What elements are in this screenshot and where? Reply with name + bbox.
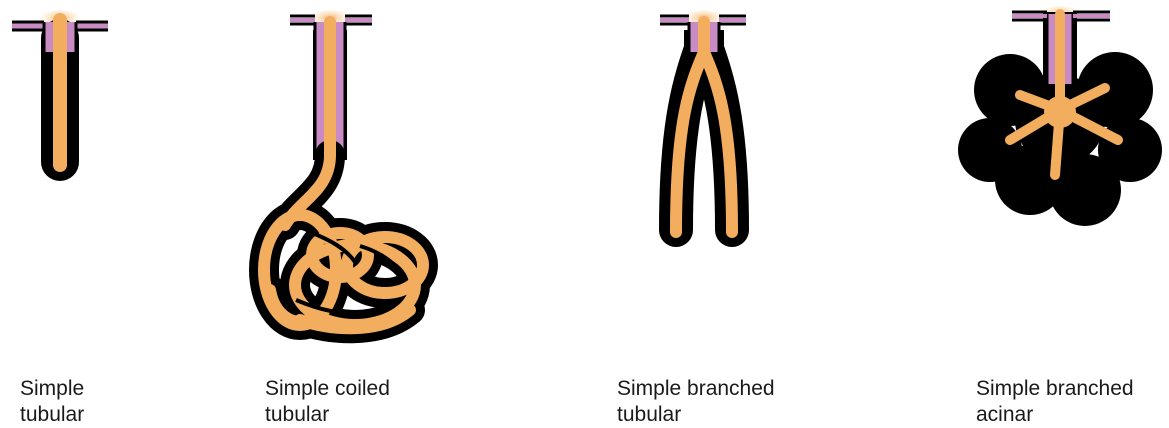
simple-tubular-gland [12, 10, 108, 165]
simple-branched-tubular-gland [660, 10, 746, 232]
caption-line-2: tubular [20, 402, 84, 428]
caption-simple-coiled-tubular: Simple coiled tubular [265, 376, 390, 428]
caption-line-2: acinar [976, 402, 1134, 428]
caption-simple-branched-acinar: Simple branched acinar [976, 376, 1134, 428]
caption-simple-tubular: Simple tubular [20, 376, 84, 428]
caption-line-1: Simple coiled [265, 376, 390, 402]
caption-line-2: tubular [617, 402, 775, 428]
caption-line-1: Simple branched [976, 376, 1134, 402]
caption-line-2: tubular [265, 402, 390, 428]
caption-line-1: Simple branched [617, 376, 775, 402]
caption-simple-branched-tubular: Simple branched tubular [617, 376, 775, 428]
simple-branched-acinar-gland [958, 6, 1162, 226]
simple-coiled-tubular-gland [264, 10, 423, 328]
caption-line-1: Simple [20, 376, 84, 402]
